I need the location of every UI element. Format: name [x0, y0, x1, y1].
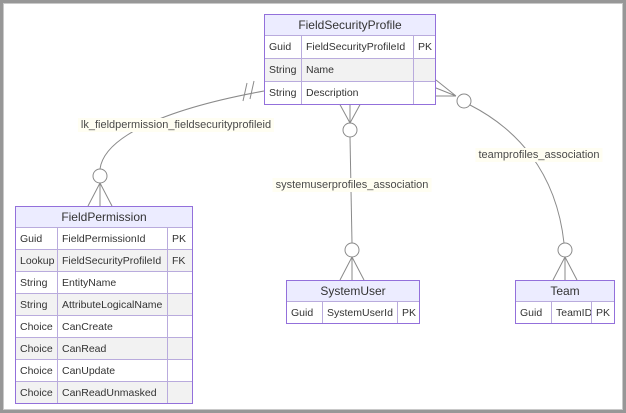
attribute-type: Choice	[16, 316, 58, 337]
attribute-key	[168, 294, 192, 315]
attribute-key	[414, 59, 435, 81]
attribute-row: Guid TeamID PK	[516, 301, 614, 323]
relationship-systemuserprofiles-association	[337, 100, 365, 281]
attribute-row: String Description	[265, 81, 435, 104]
attribute-name: SystemUserId	[323, 302, 398, 323]
attribute-key	[168, 360, 192, 381]
attribute-name: FieldSecurityProfileId	[58, 250, 168, 271]
attribute-type: Guid	[265, 36, 302, 58]
attribute-name: Name	[302, 59, 414, 81]
attribute-key	[168, 316, 192, 337]
attribute-type: Lookup	[16, 250, 58, 271]
attribute-key	[168, 382, 192, 403]
attribute-name: CanCreate	[58, 316, 168, 337]
attribute-name: Description	[302, 82, 414, 104]
relationship-label-lk-fieldpermission: lk_fieldpermission_fieldsecurityprofilei…	[77, 118, 275, 132]
attribute-row: Guid SystemUserId PK	[287, 301, 419, 323]
entity-team: Team Guid TeamID PK	[515, 280, 615, 324]
attribute-key	[414, 82, 435, 104]
attribute-row: Lookup FieldSecurityProfileId FK	[16, 249, 192, 271]
entity-title: FieldSecurityProfile	[265, 15, 435, 35]
attribute-type: Choice	[16, 338, 58, 359]
attribute-name: CanReadUnmasked	[58, 382, 168, 403]
entity-fieldsecurityprofile: FieldSecurityProfile Guid FieldSecurityP…	[264, 14, 436, 105]
relationship-lk-fieldpermission-fieldsecurityprofileid	[87, 80, 265, 207]
attribute-name: EntityName	[58, 272, 168, 293]
attribute-row: String Name	[265, 58, 435, 81]
entity-title: Team	[516, 281, 614, 301]
attribute-type: String	[265, 59, 302, 81]
attribute-row: Choice CanUpdate	[16, 359, 192, 381]
attribute-type: String	[265, 82, 302, 104]
cardinality-zero-or-many-marker	[337, 100, 363, 138]
attribute-type: Choice	[16, 360, 58, 381]
attribute-type: Guid	[516, 302, 552, 323]
attribute-type: Guid	[16, 228, 58, 249]
attribute-key: FK	[172, 254, 186, 267]
attribute-row: Guid FieldPermissionId PK	[16, 227, 192, 249]
attribute-row: Choice CanReadUnmasked	[16, 381, 192, 403]
attribute-name: TeamID	[552, 302, 592, 323]
entity-systemuser: SystemUser Guid SystemUserId PK	[286, 280, 420, 324]
entity-fieldpermission: FieldPermission Guid FieldPermissionId P…	[15, 206, 193, 404]
attribute-key: PK	[172, 232, 187, 245]
attribute-row: Choice CanRead	[16, 337, 192, 359]
attribute-row: String AttributeLogicalName	[16, 293, 192, 315]
attribute-name: CanUpdate	[58, 360, 168, 381]
cardinality-zero-or-many-marker	[552, 242, 578, 281]
attribute-name: FieldSecurityProfileId	[302, 36, 414, 58]
attribute-key: PK	[596, 306, 611, 319]
attribute-key	[168, 338, 192, 359]
entity-title: FieldPermission	[16, 207, 192, 227]
relationship-teamprofiles-association	[435, 79, 578, 281]
attribute-key: PK	[402, 306, 417, 319]
attribute-type: Choice	[16, 382, 58, 403]
relationship-label-teamprofiles: teamprofiles_association	[475, 148, 603, 162]
entity-title: SystemUser	[287, 281, 419, 301]
cardinality-zero-or-many-marker	[339, 242, 365, 281]
attribute-key	[168, 272, 192, 293]
attribute-type: String	[16, 294, 58, 315]
attribute-type: String	[16, 272, 58, 293]
cardinality-zero-or-many-marker	[435, 79, 472, 109]
cardinality-exactly-one-marker	[242, 80, 255, 102]
attribute-name: CanRead	[58, 338, 168, 359]
relationship-label-systemuserprofiles: systemuserprofiles_association	[272, 178, 432, 192]
attribute-name: FieldPermissionId	[58, 228, 168, 249]
attribute-row: Choice CanCreate	[16, 315, 192, 337]
cardinality-zero-or-many-marker	[87, 168, 113, 207]
attribute-row: String EntityName	[16, 271, 192, 293]
attribute-type: Guid	[287, 302, 323, 323]
attribute-name: AttributeLogicalName	[58, 294, 168, 315]
attribute-key: PK	[418, 41, 433, 53]
relationship-line	[469, 104, 565, 244]
attribute-row: Guid FieldSecurityProfileId PK	[265, 35, 435, 58]
